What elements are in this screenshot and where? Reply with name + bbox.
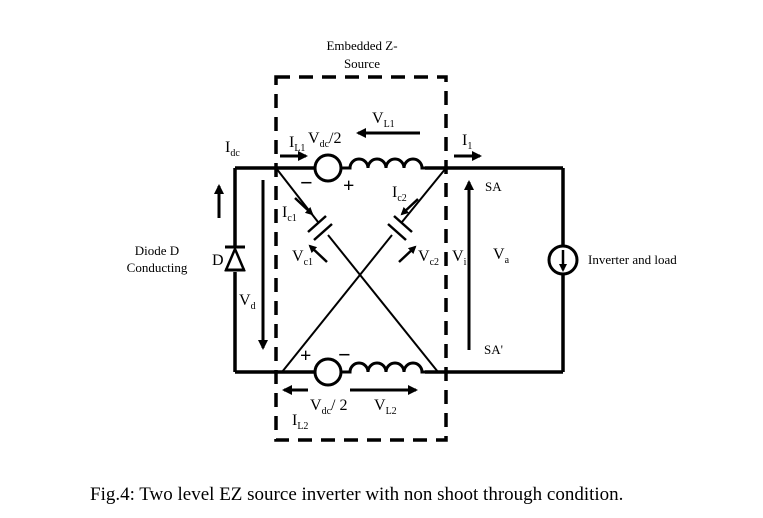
label-i1: I1 [462, 132, 472, 152]
label-vd: Vd [239, 292, 256, 312]
load-label: Inverter and load [588, 252, 677, 267]
branch-c1-lower [327, 234, 439, 373]
diode-label-line2: Conducting [127, 260, 188, 275]
ic1-arrow [294, 197, 314, 216]
node-sa-prime-label: SA' [484, 342, 503, 357]
inductor-l1 [341, 157, 425, 170]
diode-label-line1: Diode D [135, 243, 179, 258]
top-source-minus: − [300, 170, 313, 195]
cross-capacitor-branches [275, 167, 447, 373]
label-vc2: Vc2 [418, 248, 439, 268]
label-vdc-top: Vdc/2 [308, 130, 341, 150]
capacitor-c1 [307, 215, 333, 241]
label-vl2: VL2 [374, 397, 397, 417]
top-source-plus: + [343, 175, 354, 197]
bottom-source-plus: + [300, 345, 311, 367]
label-vc1: Vc1 [292, 248, 313, 268]
label-vl1: VL1 [372, 110, 395, 130]
label-idc: Idc [225, 139, 240, 159]
embedded-z-source-box [274, 75, 448, 442]
label-vi: Vi [452, 248, 467, 268]
node-sa-label: SA [485, 179, 502, 194]
vc2-arrow [398, 245, 417, 263]
box-title-line2: Source [344, 56, 380, 71]
label-il2: IL2 [292, 412, 308, 432]
diode-name-label: D [212, 252, 224, 269]
label-ic1: Ic1 [282, 204, 297, 224]
branch-c2-lower [281, 234, 393, 373]
box-title-line1: Embedded Z- [326, 38, 397, 53]
inductor-l2 [341, 361, 425, 374]
capacitor-c2 [387, 215, 413, 241]
vc1-arrow [308, 244, 328, 263]
label-vdc-bottom: Vdc/ 2 [310, 397, 347, 417]
branch-c2-upper [401, 167, 447, 223]
bottom-source-minus: − [338, 342, 351, 367]
label-il1: IL1 [289, 134, 305, 154]
voltage-source-top [313, 153, 343, 183]
label-ic2: Ic2 [392, 184, 407, 204]
figure-caption: Fig.4: Two level EZ source inverter with… [90, 484, 623, 505]
label-va: Va [493, 246, 510, 266]
diode-d [224, 245, 246, 272]
ic2-arrow [400, 198, 419, 216]
